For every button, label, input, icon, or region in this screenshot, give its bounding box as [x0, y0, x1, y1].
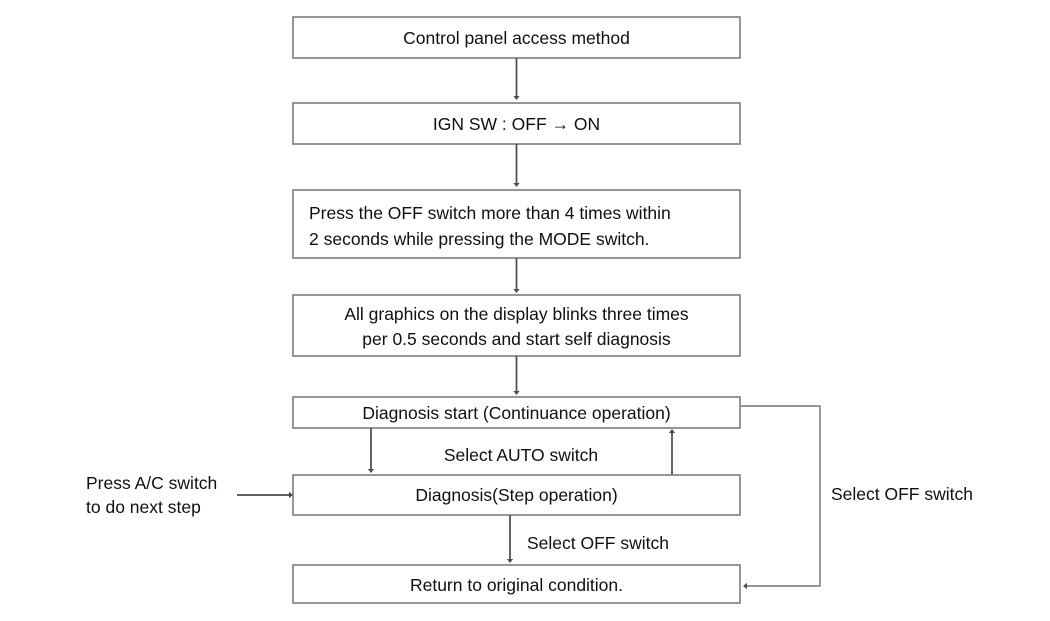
node-label: Control panel access method [403, 28, 630, 48]
node-control-panel-access-method[interactable]: Control panel access method [292, 16, 741, 59]
node-label-line-2: 2 seconds while pressing the MODE switch… [309, 229, 649, 249]
node-return-original[interactable]: Return to original condition. [292, 564, 741, 604]
node-label: Diagnosis(Step operation) [415, 485, 617, 505]
node-label-line-1: Press the OFF switch more than 4 times w… [309, 203, 671, 223]
node-label: Return to original condition. [410, 575, 623, 595]
node-box [292, 396, 741, 429]
edge-label-select-auto-switch: Select AUTO switch [444, 445, 598, 465]
node-label-line-2: per 0.5 seconds and start self diagnosis [362, 329, 671, 349]
node-diagnosis-step[interactable]: Diagnosis(Step operation) [292, 474, 741, 516]
side-note-line-2: to do next step [86, 497, 201, 517]
node-box [292, 474, 741, 516]
node-label: Diagnosis start (Continuance operation) [362, 403, 670, 423]
node-ign-sw[interactable]: IGN SW : OFF → ON [292, 102, 741, 145]
node-label-line-1: All graphics on the display blinks three… [344, 304, 689, 324]
edge-label-select-off-switch-right: Select OFF switch [831, 484, 973, 504]
node-press-off-switch[interactable]: Press the OFF switch more than 4 times w… [292, 189, 741, 259]
node-box [292, 16, 741, 59]
side-note-line-1: Press A/C switch [86, 473, 217, 493]
node-diagnosis-start[interactable]: Diagnosis start (Continuance operation) [292, 396, 741, 429]
node-box [292, 102, 741, 145]
connector-diagnosis-start-to-return [740, 405, 821, 586]
node-box [292, 564, 741, 604]
node-label: IGN SW : OFF → ON [433, 114, 600, 134]
node-box [292, 189, 741, 259]
node-all-graphics-blink[interactable]: All graphics on the display blinks three… [292, 294, 741, 357]
edge-label-select-off-switch-down: Select OFF switch [527, 533, 669, 553]
